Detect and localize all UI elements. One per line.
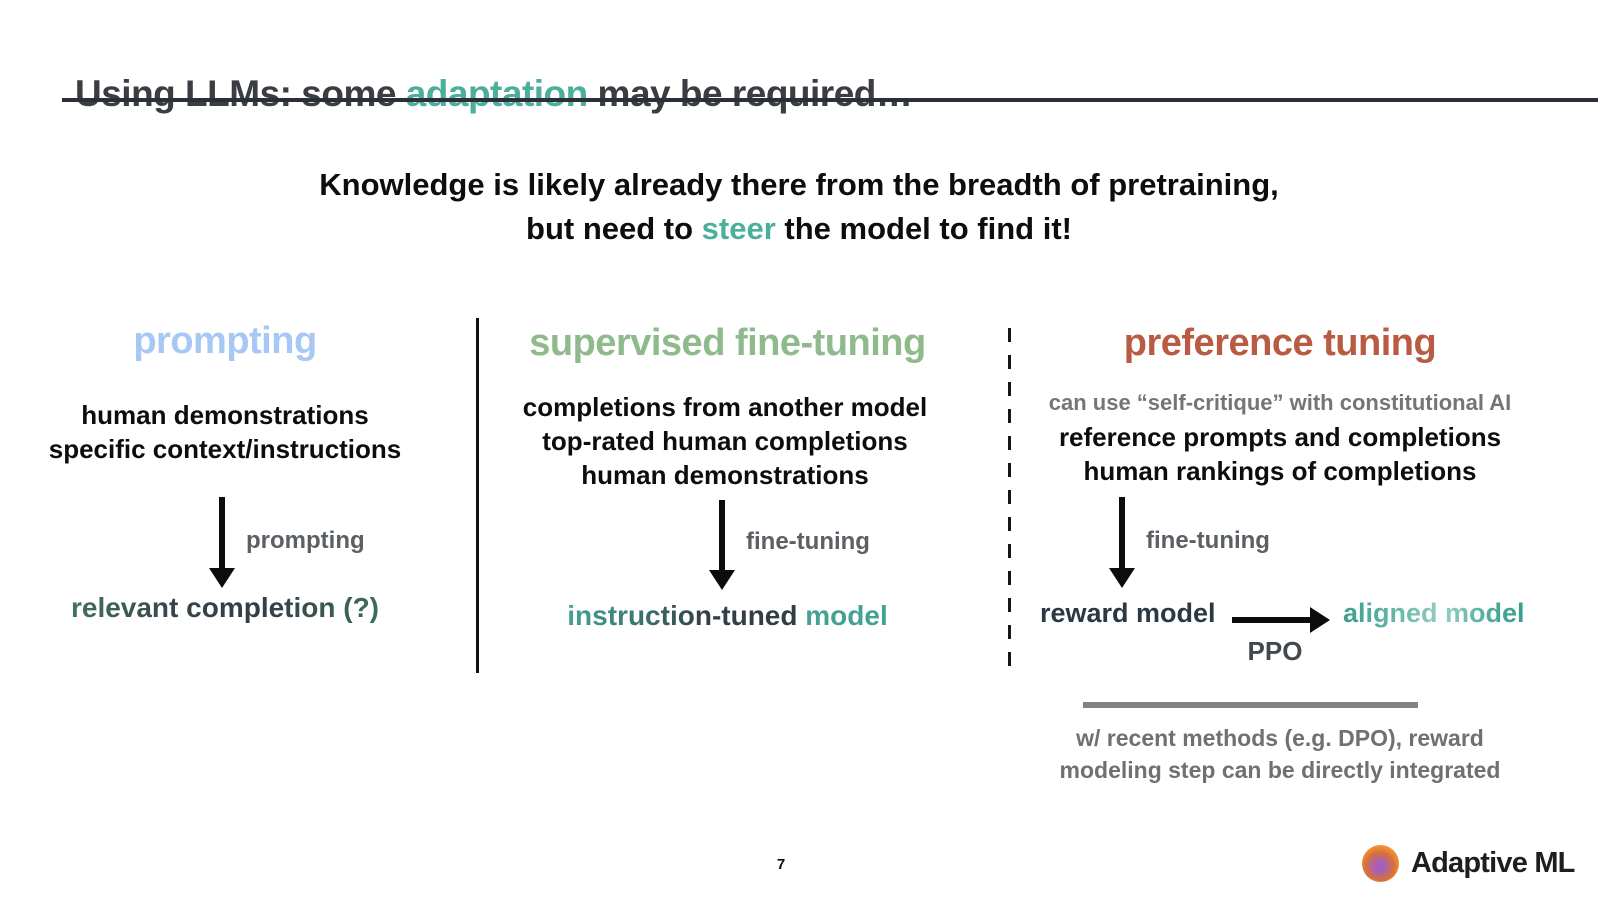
input-line: human demonstrations [581, 460, 869, 490]
slide-title: Using LLMs: some adaptation may be requi… [75, 72, 913, 115]
title-underline [62, 98, 1598, 102]
preference-footnote: w/ recent methods (e.g. DPO), reward mod… [1010, 722, 1550, 786]
input-line: reference prompts and completions [1058, 422, 1502, 452]
subtitle-line2-pre: but need to [526, 211, 702, 246]
divider-dashed [1008, 328, 1011, 676]
divider-solid [476, 318, 479, 673]
title-highlight: adaptation [405, 72, 589, 114]
down-arrow-sft [709, 500, 735, 590]
subtitle-line2-post: the model to find it! [775, 211, 1072, 246]
prompting-inputs: human demonstrations specific context/in… [0, 398, 450, 466]
adaptive-ml-logo-text: Adaptive ML [1411, 847, 1575, 879]
subtitle-highlight: steer [701, 211, 776, 246]
input-line: completions from another model [522, 392, 928, 422]
input-line: human demonstrations [81, 400, 369, 430]
preference-inputs: reference prompts and completions human … [1010, 420, 1550, 488]
ppo-label: PPO [1247, 636, 1303, 666]
input-line: top-rated human completions [542, 426, 908, 456]
arrow-label-sft: fine-tuning [746, 528, 870, 555]
arrow-head [1310, 607, 1330, 633]
footnote-line2: modeling step can be directly integrated [1059, 757, 1501, 783]
arrow-head [709, 570, 735, 590]
arrow-shaft [219, 497, 225, 568]
column-heading-prompting: prompting [133, 320, 317, 362]
preference-note: can use “self-critique” with constitutio… [1048, 390, 1512, 415]
result-text-main: instruction-tuned [567, 600, 798, 631]
footnote-line1: w/ recent methods (e.g. DPO), reward [1076, 725, 1484, 751]
arrow-shaft [719, 500, 725, 570]
aligned-model-text: aligned model [1343, 598, 1525, 628]
column-heading-preference: preference tuning [1123, 322, 1437, 364]
sft-inputs: completions from another model top-rated… [465, 390, 985, 492]
adaptive-ml-logo: Adaptive ML [1362, 845, 1575, 882]
result-text: relevant completion (?) [70, 592, 380, 623]
arrow-shaft [1119, 497, 1125, 568]
right-arrow-ppo [1232, 607, 1330, 633]
down-arrow-preference [1109, 497, 1135, 588]
down-arrow-prompting [209, 497, 235, 588]
slide-subtitle: Knowledge is likely already there from t… [0, 163, 1598, 251]
result-text-suffix: model [797, 600, 888, 631]
adaptive-ml-sphere-icon [1362, 845, 1399, 882]
arrow-label-preference: fine-tuning [1146, 527, 1270, 554]
subtitle-line1: Knowledge is likely already there from t… [319, 167, 1279, 202]
footnote-divider [1083, 702, 1418, 708]
arrow-label-prompting: prompting [246, 527, 365, 554]
input-line: human rankings of completions [1083, 456, 1477, 486]
aligned-model-label: aligned model [1343, 598, 1525, 629]
title-text-pre: Using LLMs: some [75, 72, 406, 114]
arrow-shaft [1232, 617, 1310, 623]
arrow-head [1109, 568, 1135, 588]
subtitle-line2: but need to steer the model to find it! [0, 207, 1598, 251]
prompting-result: relevant completion (?) [0, 592, 450, 624]
sft-result: instruction-tuned model [480, 600, 975, 632]
arrow-head [209, 568, 235, 588]
title-text-post: may be required… [587, 72, 913, 114]
input-line: specific context/instructions [48, 434, 402, 464]
reward-model-label: reward model [1040, 598, 1216, 628]
page-number: 7 [776, 856, 786, 873]
column-heading-sft: supervised fine-tuning [529, 322, 926, 364]
